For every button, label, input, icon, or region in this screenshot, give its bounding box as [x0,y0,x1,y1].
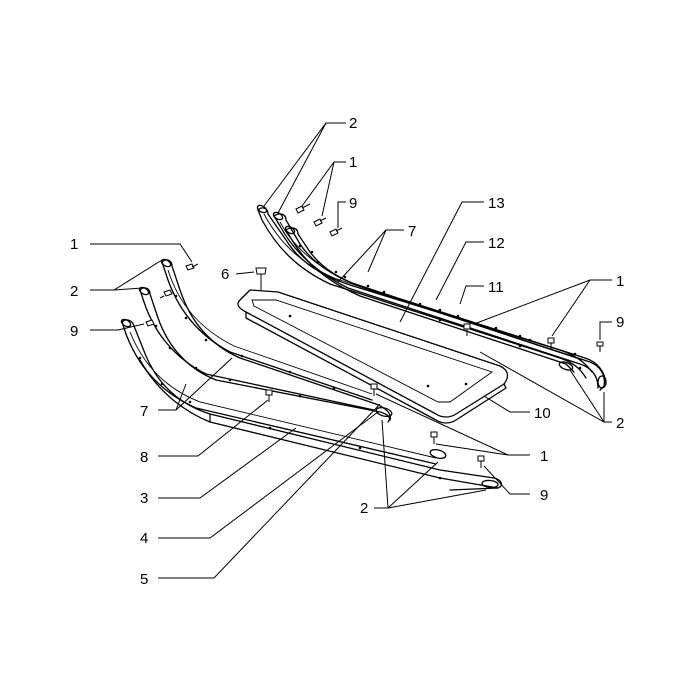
callout-9-left: 9 [70,323,78,340]
leader-lines [90,122,612,579]
right-rail-assembly [256,203,607,391]
callout-11: 11 [488,279,504,296]
callout-13: 13 [488,195,505,212]
callout-2-top: 2 [349,115,357,132]
callout-7-left: 7 [140,403,148,420]
callout-3: 3 [140,490,148,507]
floor-panel [237,267,509,424]
callout-1-top: 1 [349,154,357,171]
callout-12: 12 [488,235,505,252]
callout-9-bottom: 9 [540,487,548,504]
callout-5: 5 [140,571,148,588]
left-rail-holes [138,294,442,480]
callout-7-top: 7 [408,223,416,240]
callout-8: 8 [140,449,148,466]
left-rail-screws [145,263,485,468]
callout-4: 4 [140,530,148,547]
right-rail-holes [298,244,582,370]
screw-6 [255,267,267,290]
callout-2-bottom: 2 [360,500,368,517]
callout-2-right: 2 [616,415,624,432]
callout-1-right: 1 [616,273,624,290]
callout-9-top: 9 [349,195,357,212]
callout-6: 6 [221,266,229,283]
left-rail-assembly [120,258,503,491]
callout-10: 10 [534,405,551,422]
callout-9-right: 9 [616,314,624,331]
callout-labels: 2 1 9 13 7 12 1 6 1 11 2 9 9 2 7 10 8 1 … [70,115,624,588]
callout-1-left: 1 [70,236,78,253]
callout-2-left: 2 [70,283,78,300]
callout-1-bottom: 1 [540,448,548,465]
right-rail-screws [295,203,604,352]
